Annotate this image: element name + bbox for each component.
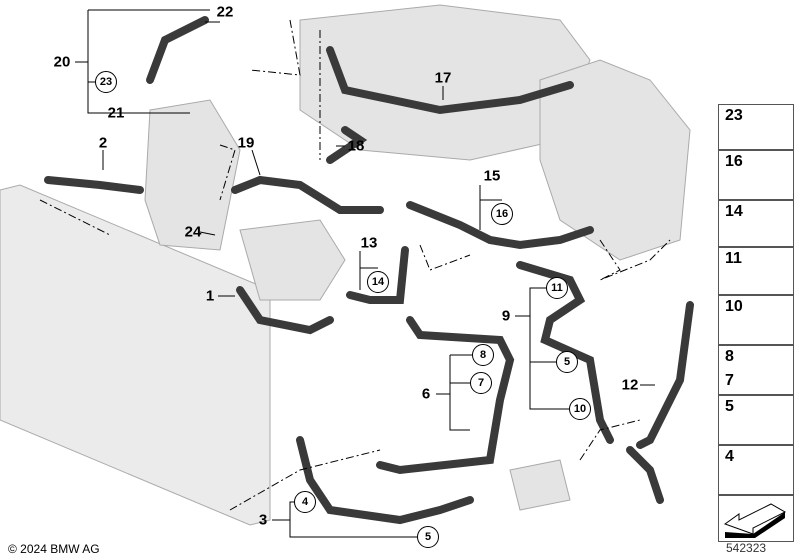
callout-5-bottom: 5: [417, 526, 439, 548]
callout-17: 17: [434, 69, 452, 87]
water-pump: [144, 99, 241, 251]
diagram-code: 542323: [726, 541, 767, 555]
callout-19: 19: [237, 134, 255, 152]
callout-14: 14: [367, 271, 389, 293]
callout-11: 11: [546, 277, 568, 299]
callout-8: 8: [472, 344, 494, 366]
callout-23: 23: [95, 71, 117, 93]
callout-6: 6: [421, 385, 431, 403]
callout-7: 7: [470, 372, 492, 394]
thermostat-housing: [239, 219, 346, 301]
electric-pump: [509, 459, 571, 511]
radiator: [0, 184, 271, 526]
panel-item-11: 11: [718, 247, 794, 295]
callout-12: 12: [621, 376, 639, 394]
panel-label: 4: [725, 448, 734, 465]
callout-2: 2: [98, 134, 108, 152]
panel-item-14: 14: [718, 200, 794, 247]
panel-item-23: 23: [718, 104, 794, 150]
panel-label: 10: [725, 298, 743, 315]
panel-label: 16: [725, 153, 743, 170]
panel-label: 14: [725, 203, 743, 220]
callout-20: 20: [53, 53, 71, 71]
panel-label: 5: [725, 398, 734, 415]
callout-18: 18: [347, 137, 365, 155]
direction-arrow-box: [718, 495, 794, 542]
panel-item-10: 10: [718, 295, 794, 345]
callout-9: 9: [501, 307, 511, 325]
expansion-tank: [539, 59, 691, 261]
panel-label: 11: [725, 250, 742, 267]
panel-item-4: 4: [718, 445, 794, 495]
callout-4: 4: [294, 491, 316, 513]
panel-label: 8: [725, 348, 734, 365]
callout-16: 16: [491, 203, 513, 225]
callout-21: 21: [107, 104, 125, 122]
copyright: © 2024 BMW AG: [8, 542, 100, 556]
callout-24: 24: [184, 223, 202, 241]
callout-13: 13: [360, 234, 378, 252]
panel-item-16: 16: [718, 150, 794, 200]
callout-5: 5: [556, 351, 578, 373]
panel-label: 7: [725, 372, 734, 389]
panel-label: 23: [725, 107, 743, 124]
panel-item-5: 5: [718, 395, 794, 445]
callout-3: 3: [258, 511, 268, 529]
arrow-icon: [723, 503, 787, 538]
callout-10: 10: [569, 398, 591, 420]
callout-22: 22: [216, 3, 234, 21]
callout-1: 1: [205, 287, 215, 305]
callout-15: 15: [483, 167, 501, 185]
